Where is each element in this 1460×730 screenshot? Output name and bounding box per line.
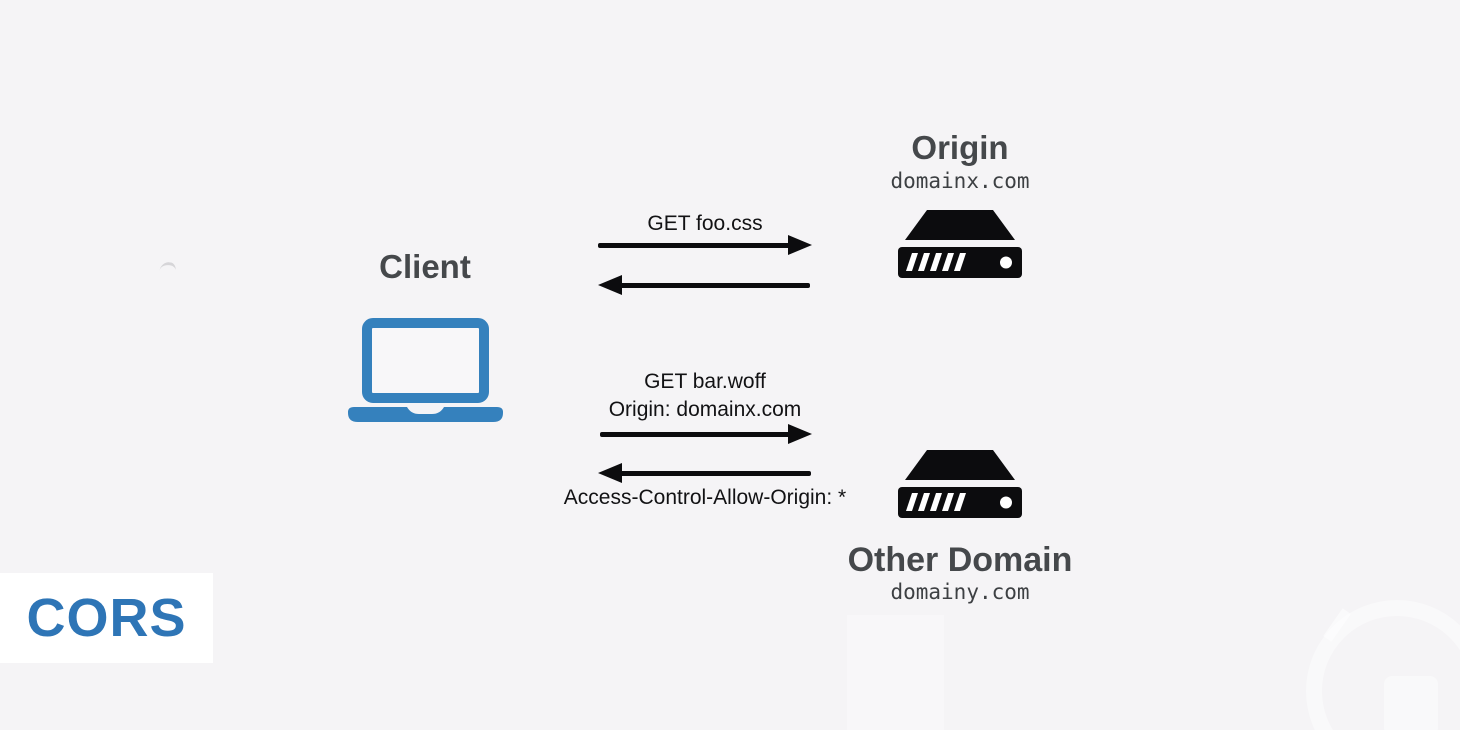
- client-label: Client: [379, 248, 471, 285]
- server-icon: [898, 450, 1022, 518]
- request-label-get-foo-css: GET foo.css: [647, 212, 763, 235]
- watermark-logo-icon: [1384, 676, 1438, 730]
- cors-badge: CORS: [0, 573, 213, 663]
- origin-server-domain: domainx.com: [890, 169, 1030, 193]
- other-server-label: Other Domain: [847, 541, 1073, 579]
- cors-badge-label: CORS: [26, 588, 187, 648]
- arrow-right-icon: [600, 424, 812, 444]
- response-label-acao-header: Access-Control-Allow-Origin: *: [563, 486, 847, 509]
- laptop-icon: [348, 318, 503, 422]
- origin-server-label: Origin: [911, 129, 1009, 166]
- request-label-get-bar-woff: GET bar.woff: [644, 370, 766, 393]
- arrow-left-icon: [598, 463, 811, 483]
- arrow-left-icon: [598, 275, 810, 295]
- other-server-domain: domainy.com: [890, 580, 1030, 604]
- background-light-band: [847, 615, 944, 730]
- arrow-right-icon: [598, 235, 812, 255]
- smudge-artifact: [159, 260, 177, 275]
- request-label-origin-header: Origin: domainx.com: [608, 398, 802, 421]
- server-icon: [898, 210, 1022, 278]
